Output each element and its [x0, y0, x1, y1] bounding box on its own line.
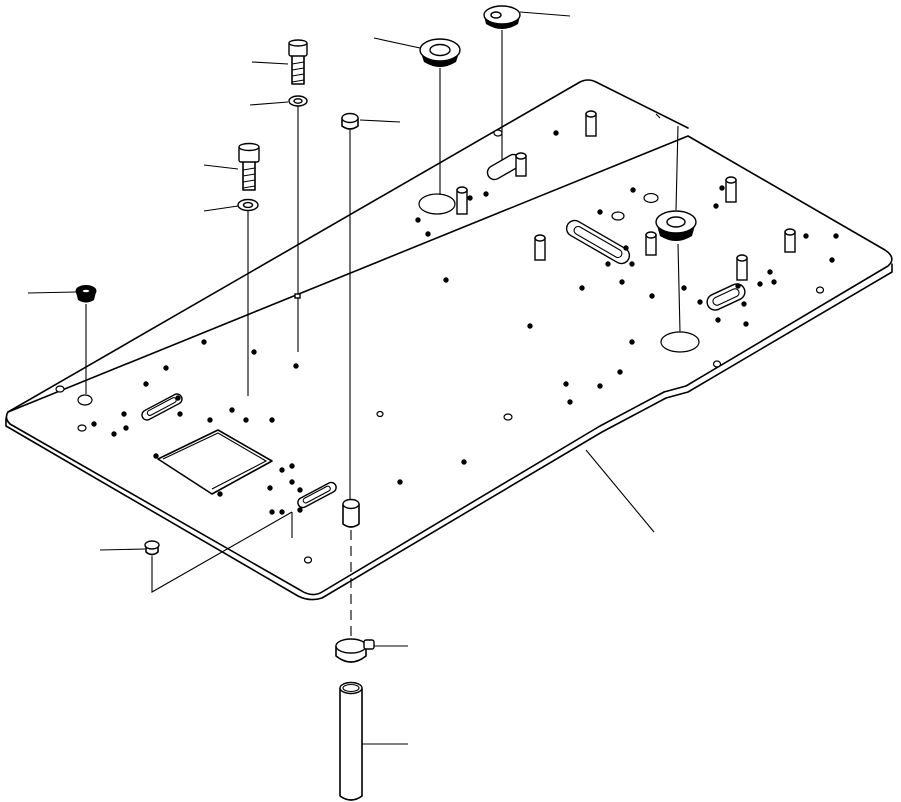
drill-hole — [527, 323, 533, 329]
slot-left — [141, 393, 183, 421]
drill-hole — [579, 285, 585, 291]
drill-hole — [630, 187, 636, 193]
drill-hole — [605, 261, 611, 267]
drill-hole — [163, 365, 169, 371]
drill-hole — [415, 217, 421, 223]
drill-hole — [289, 479, 295, 485]
drill-hole — [269, 417, 275, 423]
drill-hole — [143, 381, 149, 387]
drill-hole — [803, 233, 809, 239]
drill-hole — [201, 339, 207, 345]
small-holes — [91, 130, 839, 515]
drill-hole — [175, 395, 181, 401]
drill-hole — [757, 281, 763, 287]
bolt-lower — [203, 142, 260, 191]
grommet-large-right — [655, 125, 697, 333]
tube — [339, 681, 408, 801]
drill-hole — [619, 279, 625, 285]
grommet-large-left — [373, 37, 461, 195]
drill-hole — [243, 417, 249, 423]
cap-small — [341, 112, 401, 500]
drill-hole — [269, 509, 275, 515]
grommet-oval-top — [483, 5, 571, 160]
drill-hole — [293, 363, 299, 369]
slot-long — [565, 219, 631, 265]
drill-hole — [467, 195, 473, 201]
drill-hole — [397, 479, 403, 485]
standoffs — [456, 110, 796, 281]
plug-bottom-left — [99, 511, 293, 593]
drill-hole — [553, 130, 559, 136]
drill-hole — [771, 279, 777, 285]
drill-hole — [483, 191, 489, 197]
washer-upper — [249, 95, 308, 352]
drill-hole — [267, 485, 273, 491]
drill-hole — [735, 283, 741, 289]
drill-hole — [829, 257, 835, 263]
drill-hole — [629, 339, 635, 345]
slot-center — [297, 481, 337, 509]
drill-hole — [617, 369, 623, 375]
drill-hole — [697, 299, 703, 305]
sleeve — [342, 498, 360, 640]
knob-left — [27, 285, 97, 394]
drill-hole — [597, 383, 603, 389]
drill-hole — [425, 231, 431, 237]
drill-hole — [153, 453, 159, 459]
drill-hole — [207, 417, 213, 423]
drill-hole — [767, 269, 773, 275]
drill-hole — [121, 411, 127, 417]
bolt-upper — [251, 39, 308, 85]
drill-hole — [229, 407, 235, 413]
drill-hole — [461, 459, 467, 465]
drill-hole — [715, 317, 721, 323]
drill-hole — [567, 399, 573, 405]
drill-hole — [741, 301, 747, 307]
hose-clamp — [335, 638, 408, 663]
drill-hole — [713, 203, 719, 209]
hole-grommet-right — [660, 331, 700, 353]
slot-right — [706, 283, 746, 311]
drill-hole — [279, 467, 285, 473]
drill-hole — [743, 321, 749, 327]
plate-leader-line — [585, 449, 655, 533]
drill-hole — [719, 185, 725, 191]
drill-hole — [563, 381, 569, 387]
drill-hole — [681, 285, 687, 291]
drill-hole — [597, 209, 603, 215]
drill-hole — [279, 509, 285, 515]
drill-hole — [177, 411, 183, 417]
drill-hole — [623, 245, 629, 251]
drill-hole — [289, 463, 295, 469]
drill-hole — [443, 277, 449, 283]
drill-hole — [91, 421, 97, 427]
floor-plate — [5, 79, 893, 601]
drill-hole — [251, 349, 257, 355]
drill-hole — [217, 491, 223, 497]
drill-hole — [297, 507, 303, 513]
drill-hole — [111, 431, 117, 437]
drill-hole — [833, 233, 839, 239]
hole-grommet-left — [418, 193, 456, 215]
drill-hole — [629, 261, 635, 267]
drill-hole — [123, 425, 129, 431]
drill-hole — [649, 293, 655, 299]
washer-lower — [203, 198, 259, 396]
drill-hole — [297, 487, 303, 493]
